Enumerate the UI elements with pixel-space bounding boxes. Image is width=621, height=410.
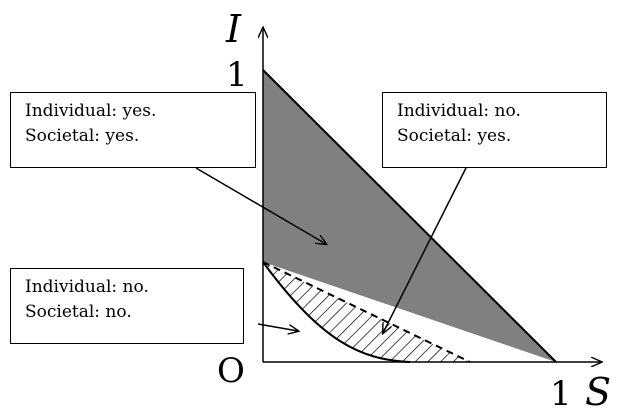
diagonal-line bbox=[262, 69, 557, 363]
dashed-boundary-line bbox=[262, 261, 471, 363]
arrow-to-gray-region bbox=[195, 167, 326, 244]
x-tick-label-one: 1 bbox=[550, 374, 572, 410]
callout-individual-text: Individual: yes. bbox=[25, 101, 157, 121]
x-axis-label: S bbox=[585, 370, 611, 410]
y-axis-label: I bbox=[225, 7, 242, 51]
threshold-curve bbox=[262, 261, 411, 363]
callout-individual-text: Individual: no. bbox=[397, 101, 521, 121]
callout-societal-text: Societal: no. bbox=[25, 302, 132, 322]
origin-label: O bbox=[217, 351, 245, 391]
arrow-to-white-region bbox=[257, 323, 298, 331]
callout-individual-no-societal-yes: Individual: no. Societal: yes. bbox=[382, 92, 607, 168]
callout-individual-no-societal-no: Individual: no. Societal: no. bbox=[10, 268, 244, 344]
callout-societal-text: Societal: yes. bbox=[397, 126, 512, 146]
callout-individual-yes-societal-yes: Individual: yes. Societal: yes. bbox=[10, 92, 256, 168]
arrow-to-hatched-region bbox=[383, 155, 473, 333]
callout-societal-text: Societal: yes. bbox=[25, 126, 140, 146]
y-tick-label-one: 1 bbox=[226, 55, 248, 95]
callout-individual-text: Individual: no. bbox=[25, 277, 149, 297]
